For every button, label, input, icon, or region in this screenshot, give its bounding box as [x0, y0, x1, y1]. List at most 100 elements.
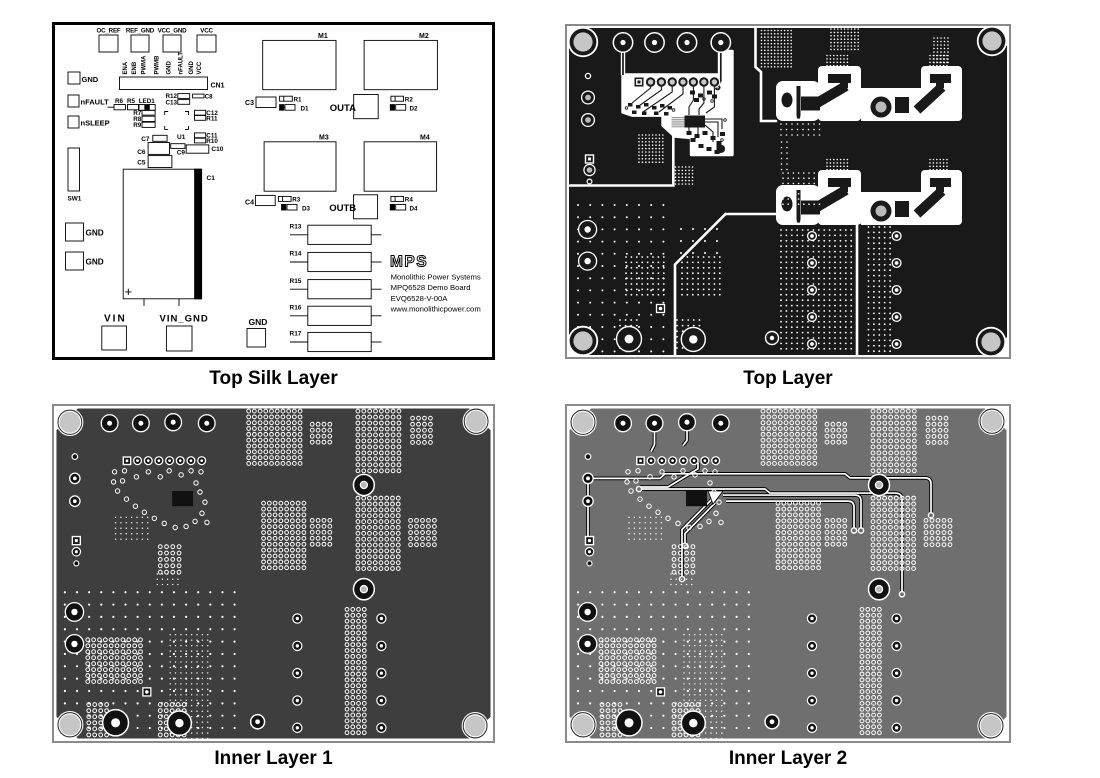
label-gnd4: GND [249, 317, 268, 327]
part-c4 [254, 194, 276, 207]
label-r5: R5 [127, 98, 136, 105]
pad-nfault [67, 94, 80, 108]
testpoint-ocref [98, 34, 119, 53]
panel-top-silk: OC_REF REF_GND VCC_GND VCC GND nFAULT nS… [52, 22, 495, 360]
via-grid [760, 29, 792, 68]
label-vccgnd: VCC_GND [158, 28, 188, 35]
label-nfault: nFAULT [81, 98, 110, 107]
part-c3 [255, 96, 277, 108]
label-c5: C5 [137, 160, 146, 167]
label-r14: R14 [290, 251, 302, 258]
label-vin-gnd: VIN_GND [160, 314, 209, 325]
part-r16 [290, 305, 382, 326]
via-grid [760, 408, 818, 466]
label-m3: M3 [319, 134, 329, 141]
board-outline [52, 22, 495, 360]
via-grid [246, 408, 303, 466]
label-r13: R13 [290, 224, 302, 231]
part-r10 [194, 137, 207, 144]
label-r4: R4 [405, 197, 414, 204]
label-r11: R11 [206, 116, 218, 123]
label-gnd2: GND [86, 229, 104, 238]
fanout-vias [110, 468, 210, 531]
part-r7 [141, 109, 156, 116]
top-silk-drawing: OC_REF REF_GND VCC_GND VCC GND nFAULT nS… [52, 22, 495, 360]
label-outa: OUTA [330, 103, 356, 114]
via-grid [85, 637, 143, 685]
inner1-drawing [52, 404, 495, 743]
mps-logo: MPS [390, 254, 428, 271]
via-grid [625, 256, 665, 296]
via-grid [933, 37, 949, 64]
part-c6 [147, 142, 170, 155]
via-grid [824, 517, 848, 547]
fanout-vias [624, 468, 724, 531]
panel-inner2 [565, 404, 1011, 743]
panel-border [565, 404, 1011, 743]
via-grid [598, 637, 657, 685]
part-c1 [122, 168, 203, 306]
label-m2: M2 [419, 33, 429, 40]
part-c12 [194, 109, 207, 116]
testpoint-refgnd [130, 34, 150, 53]
label-r3: R3 [292, 197, 301, 204]
ic-island [620, 49, 734, 157]
label-r17: R17 [290, 331, 302, 338]
label-sw1: SW1 [68, 196, 82, 203]
via-grid [826, 158, 849, 171]
via-grid [681, 256, 721, 296]
pad-nsleep [67, 115, 80, 129]
label-gnd3: GND [86, 258, 104, 267]
via-grid [670, 573, 693, 586]
via-grid [780, 229, 853, 350]
top-layer-pads [577, 32, 902, 353]
pad-vin-gnd [165, 325, 193, 352]
part-u1-outline [164, 111, 189, 130]
mounting-holes [56, 407, 490, 740]
label-led1: LED1 [139, 98, 156, 105]
part-m2 [363, 39, 438, 91]
caption-top-layer: Top Layer [743, 368, 833, 389]
svg-text:VCC: VCC [197, 61, 203, 74]
testpoint-vcc [196, 34, 217, 53]
mounting-holes [569, 407, 1006, 740]
label-r8: R8 [133, 116, 142, 123]
branding-line2: MPQ6528 Demo Board [391, 283, 471, 292]
svg-text:ENB: ENB [132, 61, 138, 74]
part-r4 [390, 195, 405, 202]
part-r5 [127, 104, 139, 111]
panel-border [52, 404, 495, 743]
via-grid [355, 408, 402, 474]
via-grid [830, 28, 859, 51]
via-grid [156, 573, 179, 586]
pad-vin [101, 325, 127, 351]
label-cn1: CN1 [211, 83, 225, 90]
via-grid [859, 606, 882, 736]
label-c9: C9 [177, 149, 186, 156]
label-nsleep: nSLEEP [81, 119, 110, 128]
label-c1: C1 [207, 175, 216, 182]
panel-border [565, 24, 1011, 359]
via-grid [309, 517, 333, 547]
label-refgnd: REF_GND [126, 28, 155, 35]
label-gnd1: GND [82, 75, 99, 84]
bridge-channel-b [776, 158, 962, 225]
part-r15 [290, 279, 382, 300]
branding-line4: www.monolithicpower.com [390, 305, 481, 314]
part-c8 [192, 93, 205, 99]
label-c13: C13 [165, 99, 177, 106]
pad-outa [353, 94, 379, 120]
via-grid [408, 517, 437, 548]
part-r13 [290, 224, 382, 245]
via-grid [344, 606, 367, 736]
inner-layer-pads [64, 413, 387, 737]
part-r3 [277, 195, 292, 202]
led1-dot [144, 104, 150, 110]
via-grid [870, 408, 917, 474]
via-grid [169, 634, 209, 740]
part-d2 [389, 104, 407, 111]
label-r9: R9 [133, 122, 142, 129]
via-grid [674, 166, 694, 185]
part-d1 [279, 104, 296, 111]
